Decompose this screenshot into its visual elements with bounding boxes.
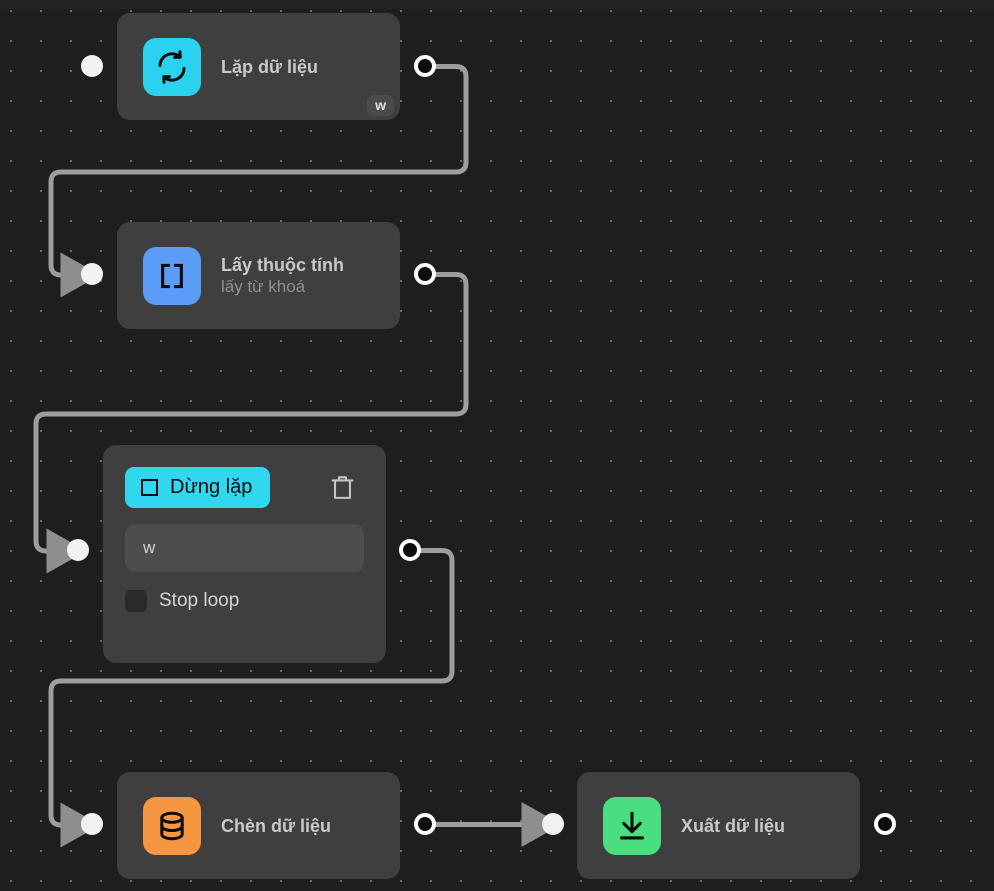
port-in-loop-data[interactable] (81, 55, 103, 77)
port-out-loop-data[interactable] (414, 55, 436, 77)
node-get-attribute-text: Lấy thuộc tính lấy từ khoá (221, 254, 344, 298)
stop-loop-text-input-value: w (143, 538, 156, 557)
node-export-data-text: Xuất dữ liệu (681, 815, 785, 837)
port-in-export-data[interactable] (542, 813, 564, 835)
node-insert-data-title: Chèn dữ liệu (221, 815, 332, 836)
node-loop-data[interactable]: Lặp dữ liệu w (117, 13, 400, 120)
trash-icon[interactable] (326, 472, 358, 504)
brackets-icon (143, 246, 201, 305)
node-loop-data-title: Lặp dữ liệu (221, 56, 319, 77)
port-out-insert-data[interactable] (414, 813, 436, 835)
database-icon (143, 796, 201, 855)
stop-loop-checkbox[interactable] (125, 590, 147, 612)
port-out-stop-loop[interactable] (399, 539, 421, 561)
port-out-get-attribute[interactable] (414, 263, 436, 285)
node-get-attribute[interactable]: Lấy thuộc tính lấy từ khoá (117, 222, 400, 329)
port-in-insert-data[interactable] (81, 813, 103, 835)
node-export-data-title: Xuất dữ liệu (681, 815, 786, 836)
stop-loop-header: Dừng lặp (125, 467, 364, 508)
loop-refresh-icon (143, 37, 201, 96)
node-loop-data-badge: w (367, 95, 394, 116)
node-insert-data[interactable]: Chèn dữ liệu (117, 772, 400, 879)
download-icon (603, 796, 661, 855)
node-get-attribute-title: Lấy thuộc tính (221, 254, 344, 275)
stop-loop-checkbox-row[interactable]: Stop loop (125, 590, 364, 612)
port-in-get-attribute[interactable] (81, 263, 103, 285)
stop-loop-pill-label: Dừng lặp (170, 476, 253, 498)
node-stop-loop-card[interactable]: Dừng lặp w Stop loop (103, 445, 386, 663)
stop-loop-pill-button[interactable]: Dừng lặp (125, 467, 271, 508)
node-get-attribute-subtitle: lấy từ khoá (221, 276, 306, 296)
stop-square-icon (141, 478, 158, 496)
port-in-stop-loop[interactable] (67, 539, 89, 561)
stop-loop-checkbox-label: Stop loop (159, 590, 240, 611)
node-insert-data-text: Chèn dữ liệu (221, 815, 331, 837)
port-out-export-data[interactable] (874, 813, 896, 835)
canvas-top-band (0, 0, 994, 9)
node-export-data[interactable]: Xuất dữ liệu (577, 772, 860, 879)
stop-loop-text-input[interactable]: w (125, 524, 364, 572)
node-loop-data-text: Lặp dữ liệu (221, 56, 318, 78)
